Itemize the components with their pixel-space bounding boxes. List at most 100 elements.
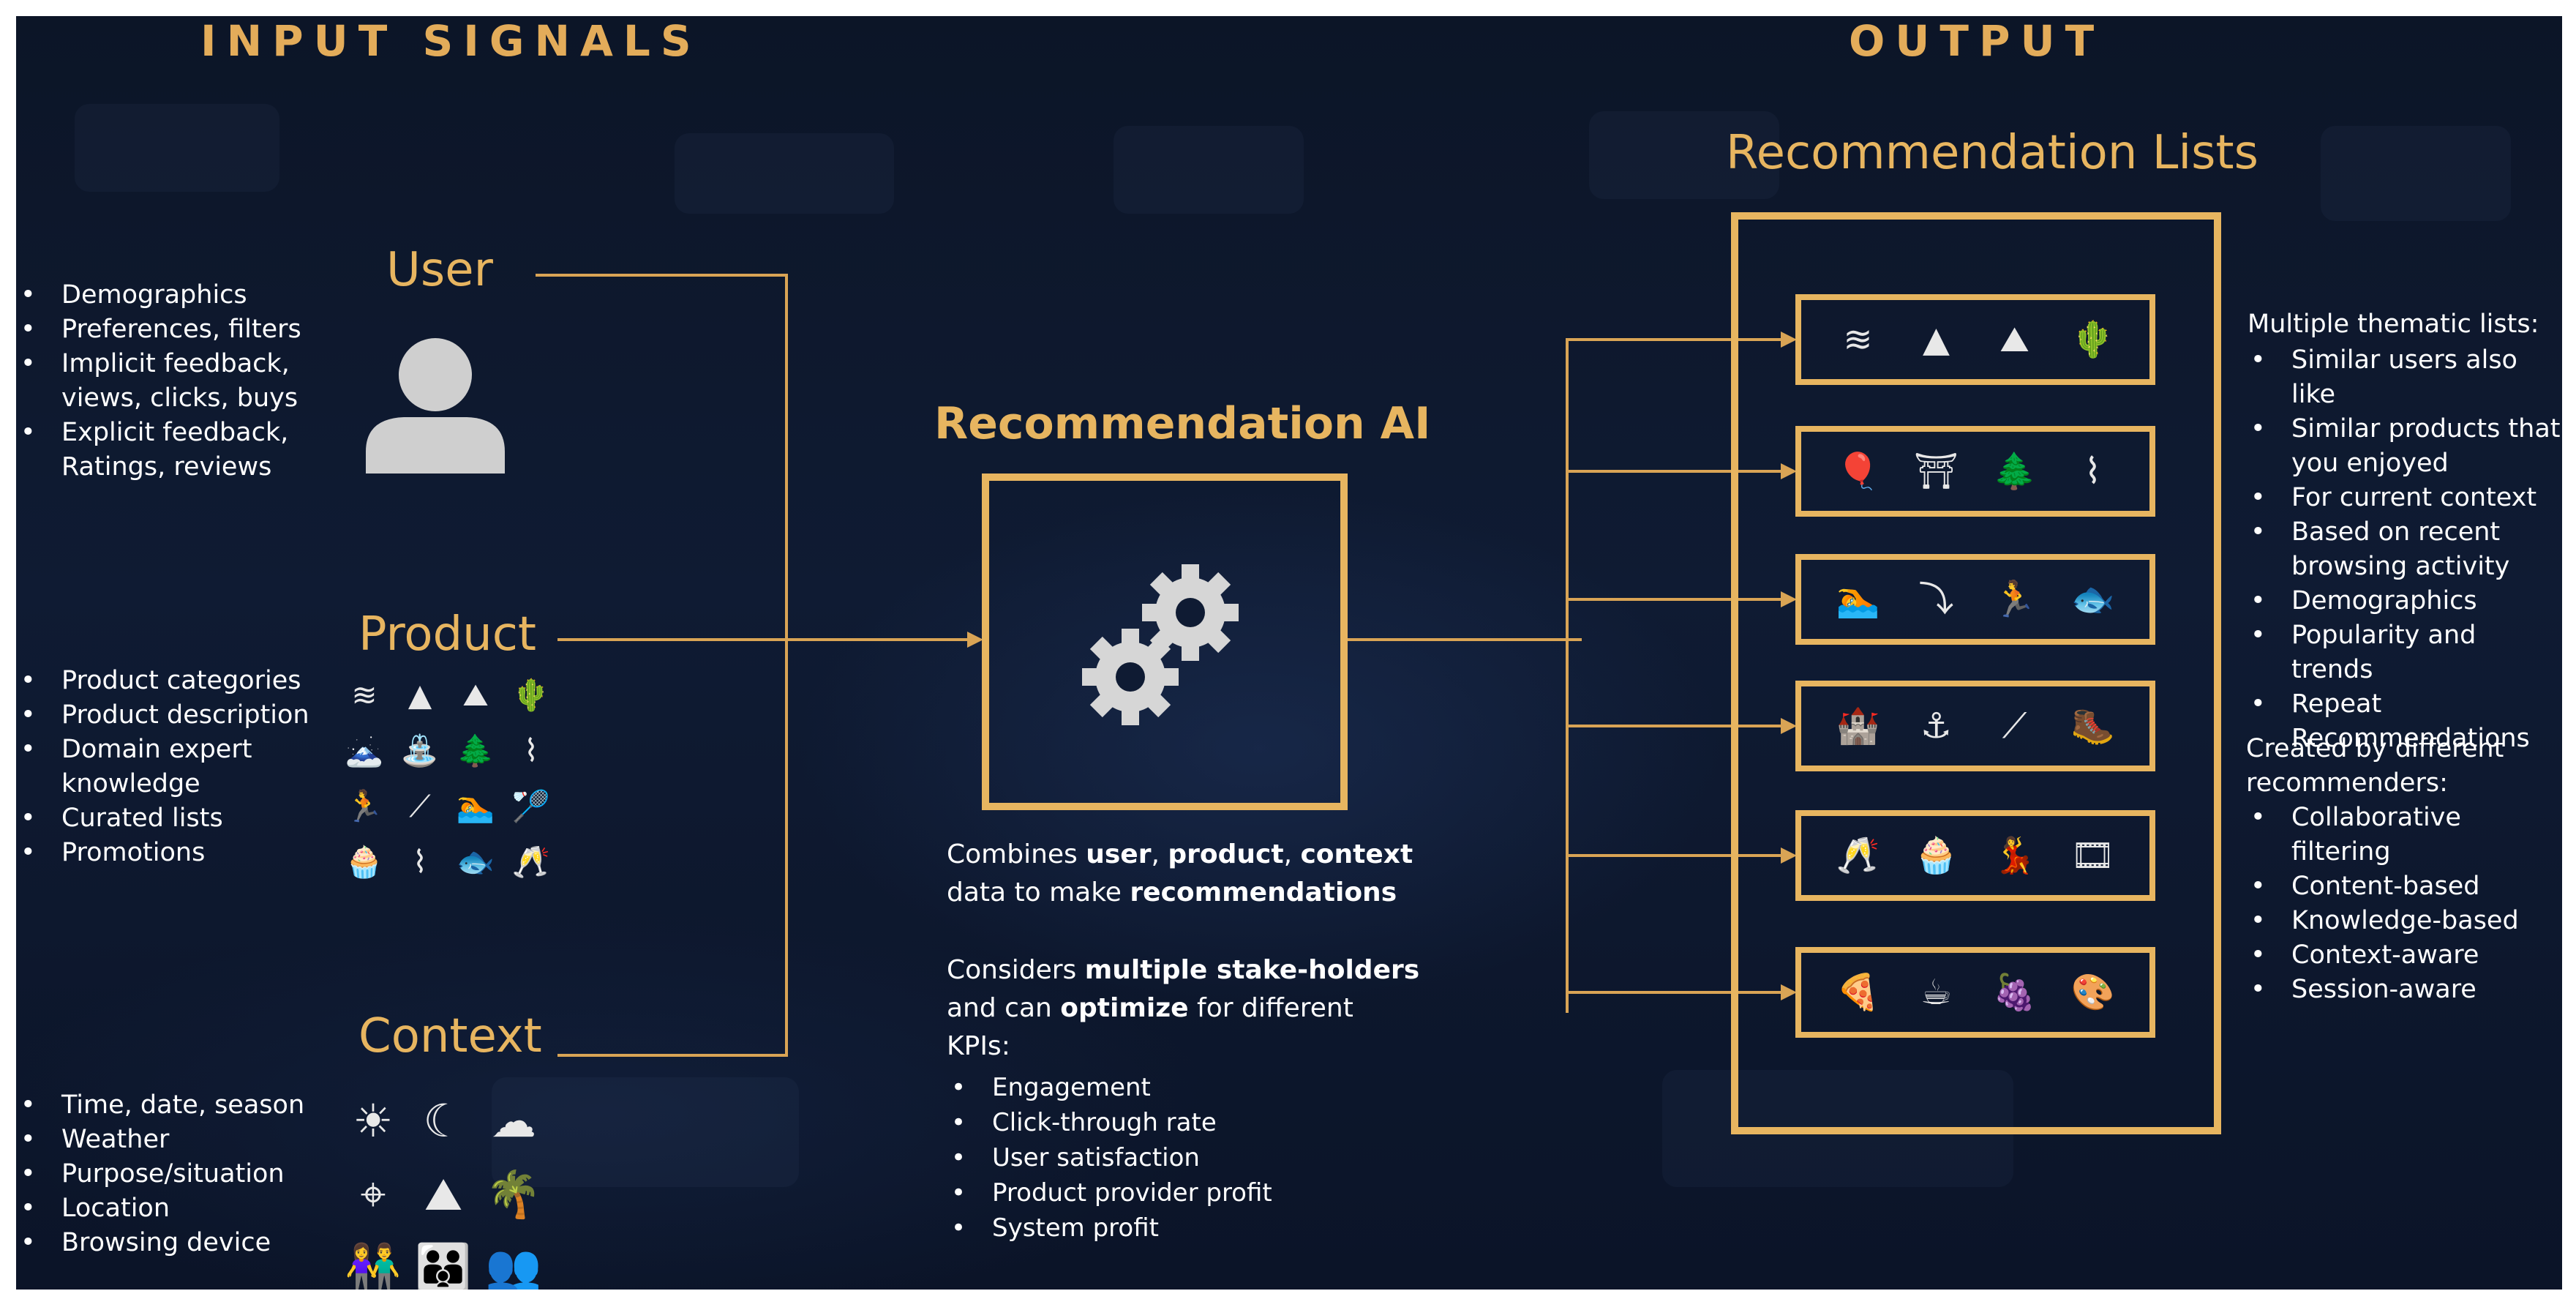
cactus-icon: 🌵 [2070, 319, 2115, 360]
waterfall-icon: ⛲ [400, 733, 440, 768]
kpi-item: System profit [947, 1210, 1272, 1246]
desc-text: Combines [947, 839, 1086, 869]
recommendation-lists-title: Recommendation Lists [1726, 126, 2258, 180]
desert-icon: 🌵 [511, 677, 551, 713]
pier-icon: ⌇ [412, 844, 428, 880]
user-signal-item: Explicit feedback,Ratings, reviews [16, 416, 301, 484]
ski-icon: ⟋ [409, 788, 431, 824]
branch-connector [1566, 470, 1785, 473]
kpi-item: Click-through rate [947, 1105, 1272, 1140]
recommendation-list-row: ≋▲⛰🌵 [1795, 294, 2155, 385]
recommendation-list-row: 🥂🧁💃🎞 [1795, 810, 2155, 901]
bg-lounger [2321, 126, 2511, 221]
context-signal-item: Purpose/situation [16, 1157, 304, 1191]
thematic-list-item: Popularity and trends [2246, 618, 2562, 687]
hike-icon: 🏃 [1992, 579, 2037, 620]
pizza-icon: 🍕 [1836, 972, 1880, 1013]
film-icon: 🎞 [2070, 835, 2115, 876]
ai-description-considers: Considers multiple stake-holders and can… [947, 951, 1419, 1066]
user-label: User [386, 243, 493, 297]
snorkel-icon: 🐟 [2070, 579, 2115, 620]
bridge-icon: ⌇ [523, 733, 539, 768]
connector-vertical-left [785, 274, 788, 1057]
desc-bold: product [1168, 839, 1284, 869]
desc-text: for different [1188, 993, 1353, 1023]
mountain-icon: ⛰ [424, 1167, 463, 1221]
product-signal-item: Product categories [16, 664, 309, 698]
moon-icon: ☾ [423, 1094, 464, 1148]
swim-icon: 🏊 [1836, 579, 1880, 620]
desc-bold: user [1086, 839, 1152, 869]
palette-icon: 🎨 [2070, 972, 2115, 1013]
kpi-list: EngagementClick-through rateUser satisfa… [947, 1070, 1272, 1246]
forest-icon: 🌲 [456, 733, 495, 768]
user-signal-list: DemographicsPreferences, filtersImplicit… [16, 278, 301, 484]
product-label: Product [358, 607, 536, 662]
connector-user [536, 274, 788, 277]
volcano-icon: 🗻 [345, 733, 384, 768]
product-signal-item: Product description [16, 698, 309, 733]
desc-text: data to make [947, 877, 1130, 907]
gears-icon [1082, 564, 1239, 725]
desc-text: , [1283, 839, 1301, 869]
recommendation-list-row: 🏰⚓⟋🥾 [1795, 681, 2155, 771]
context-signal-item: Weather [16, 1123, 304, 1157]
dance-icon: 💃 [1992, 835, 2037, 876]
balloon-icon: 🎈 [1836, 451, 1880, 492]
context-icon-grid: ☀☾☁⌖⛰🌴👫👪👥 [338, 1085, 549, 1290]
context-signal-item: Time, date, season [16, 1088, 304, 1123]
desc-text: and can [947, 993, 1061, 1023]
branch-connector [1566, 725, 1785, 727]
anchor-icon: ⚓ [1920, 705, 1953, 746]
snorkel-icon: 🐟 [456, 844, 495, 880]
context-signal-list: Time, date, seasonWeatherPurpose/situati… [16, 1088, 304, 1260]
desc-bold: optimize [1060, 993, 1189, 1023]
recommender-type-item: Session-aware [2246, 973, 2562, 1007]
thematic-lists-title: Multiple thematic lists: [2248, 310, 2539, 339]
rain-cloud-icon: ☁ [491, 1094, 536, 1148]
product-signal-list: Product categoriesProduct descriptionDom… [16, 664, 309, 870]
product-signal-item: Promotions [16, 836, 309, 870]
context-signal-item: Browsing device [16, 1226, 304, 1260]
rock-climb-icon: ⛰ [1999, 319, 2029, 360]
kpi-item: User satisfaction [947, 1140, 1272, 1175]
desc-text: Considers [947, 955, 1085, 985]
couple-icon: 👫 [345, 1240, 402, 1290]
thematic-list-item: Demographics [2246, 584, 2562, 618]
branch-arrowhead [1781, 984, 1797, 1000]
recommendation-lists-box [1731, 212, 2221, 1134]
thematic-list-item: For current context [2246, 481, 2562, 515]
desc-text: KPIs: [947, 1031, 1010, 1061]
bg-lounger [1114, 126, 1304, 214]
bg-lounger [75, 104, 279, 192]
output-heading: OUTPUT [1849, 16, 2105, 66]
palm-island-icon: 🌴 [485, 1167, 542, 1221]
bridge-icon: ⌇ [2084, 451, 2102, 492]
user-avatar-icon [366, 338, 505, 474]
tent-icon: ▲ [1923, 319, 1950, 360]
coffee-icon: ☕ [1920, 972, 1953, 1013]
branch-connector [1566, 991, 1785, 994]
castle-icon: 🏰 [1836, 705, 1880, 746]
monument-icon: ⛩ [1914, 451, 1959, 492]
desc-bold: context [1300, 839, 1413, 869]
thematic-list: Similar users also likeSimilar products … [2246, 343, 2562, 756]
map-icon: ⌖ [360, 1167, 386, 1221]
user-signal-item: Preferences, filters [16, 312, 301, 347]
recommender-types-list: Collaborative filteringContent-basedKnow… [2246, 801, 2562, 1007]
created-by-title: Created by different recommenders: [2246, 734, 2504, 798]
backpacker-icon: 🥾 [2070, 705, 2115, 746]
desc-text: , [1151, 839, 1168, 869]
beach-icon: ≋ [351, 677, 378, 713]
bg-lounger [492, 1077, 799, 1187]
product-signal-item: Curated lists [16, 801, 309, 836]
diving-icon: 🏊 [456, 788, 495, 824]
user-signal-item: Demographics [16, 278, 301, 312]
ai-description-combines: Combines user, product, context data to … [947, 836, 1413, 912]
recommendation-list-row: 🏊⤵🏃🐟 [1795, 554, 2155, 645]
branch-arrowhead [1781, 847, 1797, 864]
arrow-into-ai [967, 632, 983, 648]
